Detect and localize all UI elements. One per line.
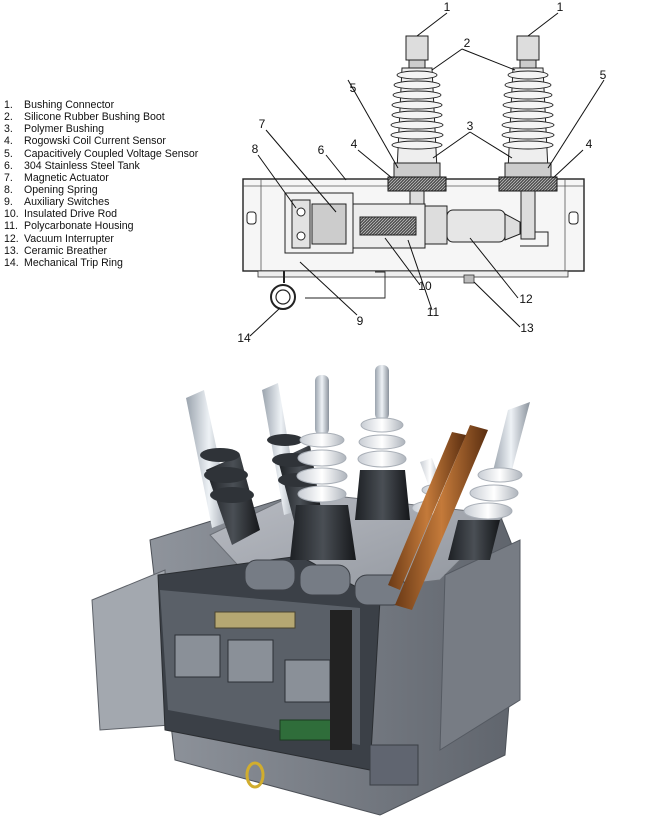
bushing: [355, 365, 410, 520]
bushing: [448, 402, 530, 560]
bushing: [186, 390, 260, 545]
legend-item: 6.304 Stainless Steel Tank: [4, 159, 140, 172]
legend-item: 14.Mechanical Trip Ring: [4, 256, 123, 269]
mechanical-trip-ring: [270, 271, 296, 310]
bushing: [290, 375, 356, 560]
bushing-cutaway: [388, 425, 488, 610]
circuit-board: [279, 719, 341, 741]
legend-item: 7.Magnetic Actuator: [4, 171, 109, 184]
bushing: [262, 383, 322, 525]
callout-leaders: [249, 12, 605, 337]
auxiliary-switch: [284, 659, 331, 703]
magnetic-actuator: [284, 192, 354, 254]
callout-1-left: 1: [444, 0, 451, 14]
actuator-plate: [214, 611, 296, 629]
callout-12: 12: [519, 292, 533, 306]
callout-10: 10: [418, 279, 432, 293]
breather-line: [305, 271, 386, 299]
callout-4-right: 4: [586, 137, 593, 151]
auxiliary-switch: [174, 634, 221, 678]
bushing-left: [387, 35, 447, 192]
callout-14: 14: [237, 331, 251, 345]
legend-item: 4.Rogowski Coil Current Sensor: [4, 135, 166, 148]
vacuum-interrupter: [424, 205, 521, 245]
mounting-bracket: [369, 744, 419, 786]
callout-9: 9: [357, 314, 364, 328]
callout-6: 6: [318, 143, 325, 157]
interior-cavity: [157, 555, 381, 771]
callout-7: 7: [259, 117, 266, 131]
auxiliary-switch: [227, 639, 274, 683]
callout-11: 11: [427, 305, 440, 319]
legend-item: 8.Opening Spring: [4, 183, 98, 196]
actuator-frame: [160, 590, 360, 745]
open-door: [91, 569, 171, 731]
legend-item: 5.Capacitively Coupled Voltage Sensor: [4, 147, 199, 160]
callout-4-left: 4: [351, 137, 358, 151]
legend-item: 9.Auxiliary Switches: [4, 196, 110, 209]
legend-item: 12.Vacuum Interrupter: [4, 232, 114, 245]
component-legend: 1.Bushing Connector 2.Silicone Rubber Bu…: [4, 99, 198, 269]
interrupter-tubes: [244, 559, 406, 606]
legend-item: 10.Insulated Drive Rod: [4, 208, 118, 221]
legend-item: 13.Ceramic Breather: [4, 244, 108, 257]
callout-8: 8: [252, 142, 259, 156]
callout-2: 2: [464, 36, 471, 50]
legend-item: 2.Silicone Rubber Bushing Boot: [4, 111, 165, 124]
tank-top: [209, 491, 507, 601]
legend-item: 3.Polymer Bushing: [4, 123, 105, 136]
bushing-right: [498, 35, 558, 192]
legend-item: 1.Bushing Connector: [4, 99, 115, 111]
trip-ring: [245, 761, 265, 789]
recloser-cross-section-diagram: 1 1 2 3 5 5 4 4 6 7 8 9 10 11 12 13 14: [237, 0, 607, 345]
callout-1-right: 1: [557, 0, 564, 14]
callout-3: 3: [467, 119, 474, 133]
polycarbonate-housing: [352, 203, 426, 249]
terminal-strip: [330, 610, 352, 750]
tank-side-right: [439, 539, 521, 751]
callout-5-left: 5: [350, 81, 357, 95]
legend-item: 11.Polycarbonate Housing: [4, 220, 134, 233]
tank-body: [149, 494, 521, 816]
callout-13: 13: [520, 321, 534, 335]
callout-5-right: 5: [600, 68, 607, 82]
